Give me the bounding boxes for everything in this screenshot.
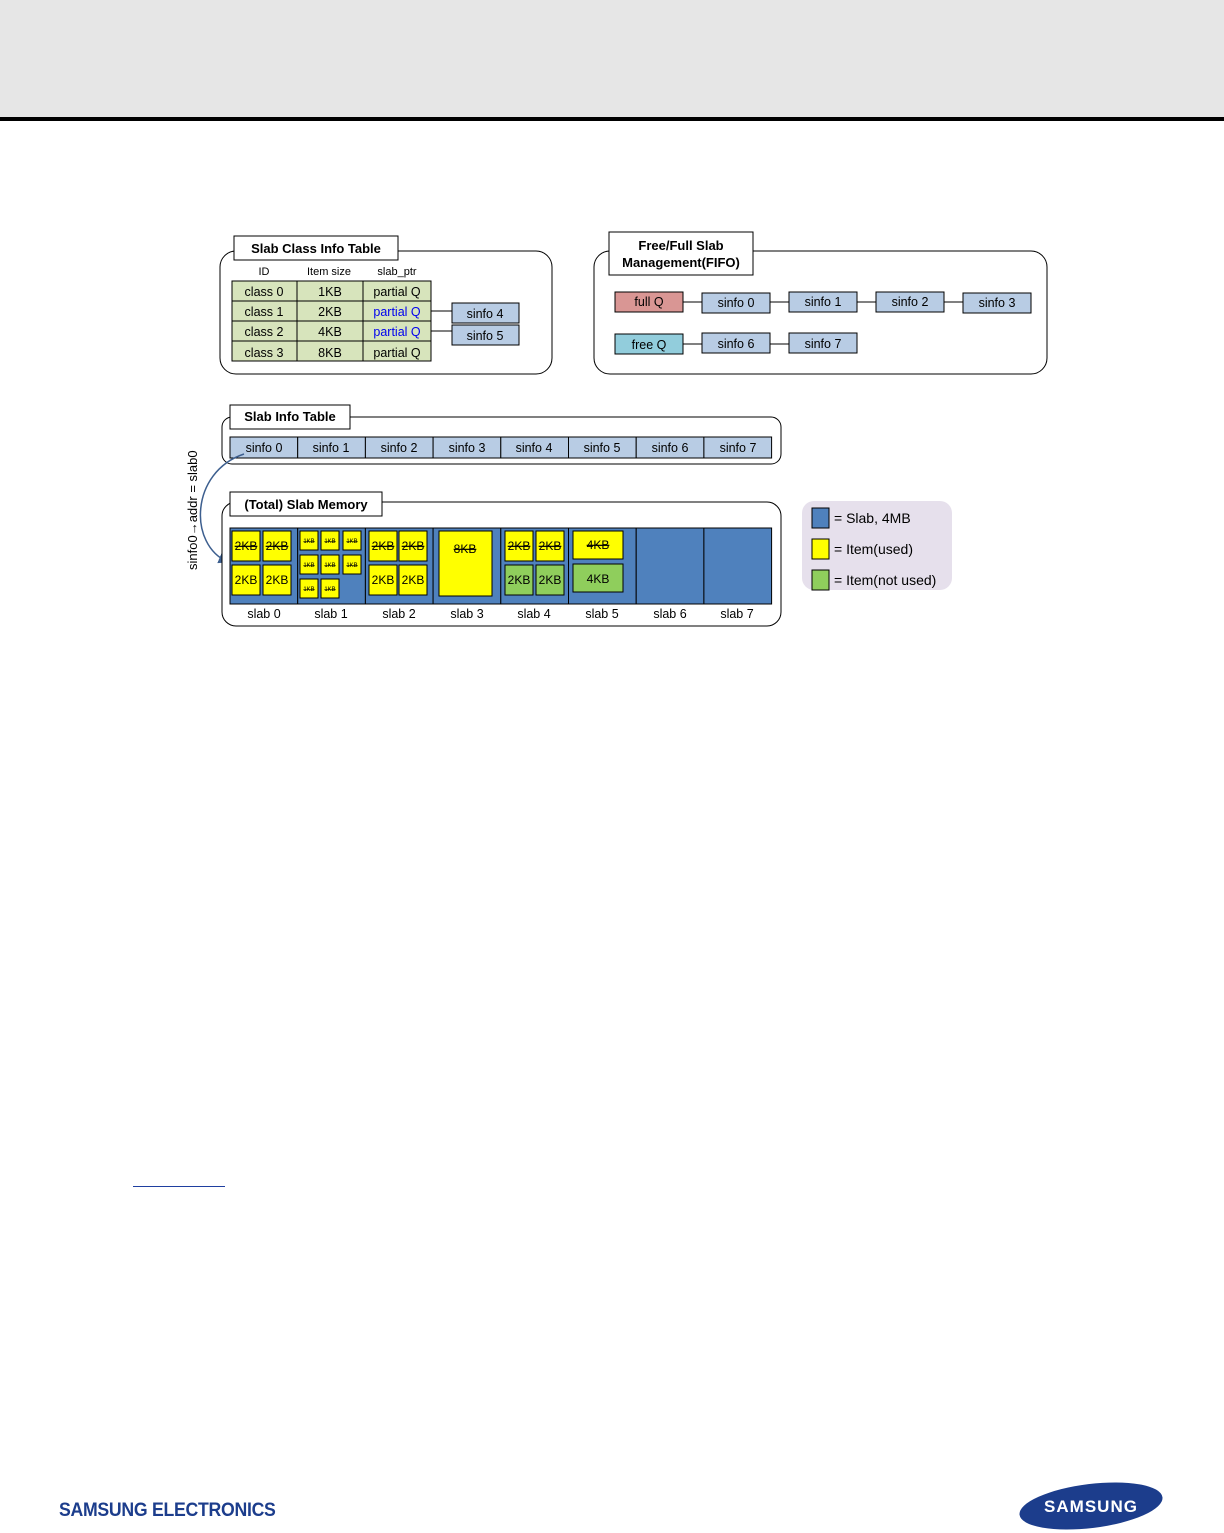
slab-label-5: slab 5 bbox=[585, 607, 618, 621]
page-header bbox=[0, 0, 1224, 117]
full-item-2: sinfo 2 bbox=[892, 295, 929, 309]
slab-memory: (Total) Slab Memory 2KB 2KB 2KB 2KB 1KB … bbox=[221, 491, 782, 627]
legend-not-used: = Item(not used) bbox=[834, 572, 936, 588]
slab-label-6: slab 6 bbox=[653, 607, 686, 621]
slab2-item-3: 2KB bbox=[402, 573, 425, 587]
samsung-logo-text: SAMSUNG bbox=[1044, 1497, 1138, 1516]
slab1-item-1: 1KB bbox=[324, 539, 335, 545]
slab-label-3: slab 3 bbox=[450, 607, 483, 621]
slab-label-4: slab 4 bbox=[517, 607, 550, 621]
slab1-item-5: 1KB bbox=[346, 563, 357, 569]
class-size-1: 2KB bbox=[318, 305, 342, 319]
sinfo-cell-1: sinfo 1 bbox=[313, 441, 350, 455]
pointer-label: sinfo0→addr = slab0 bbox=[185, 450, 200, 570]
class-col-id: ID bbox=[259, 266, 270, 278]
full-item-3: sinfo 3 bbox=[979, 296, 1016, 310]
class-id-0: class 0 bbox=[245, 285, 284, 299]
full-item-1: sinfo 1 bbox=[805, 295, 842, 309]
sinfo-cell-2: sinfo 2 bbox=[381, 441, 418, 455]
brand-text: SAMSUNG ELECTRONICS bbox=[59, 1500, 276, 1521]
class-col-ptr: slab_ptr bbox=[377, 266, 416, 278]
slab-memory-title: (Total) Slab Memory bbox=[244, 497, 368, 512]
slab1-item-2: 1KB bbox=[346, 539, 357, 545]
slab0-item-2: 2KB bbox=[235, 573, 258, 587]
slab0-item-3: 2KB bbox=[266, 573, 289, 587]
class-ptr-2: partial Q bbox=[373, 325, 421, 339]
class-size-0: 1KB bbox=[318, 285, 342, 299]
slab-label-1: slab 1 bbox=[314, 607, 347, 621]
fifo-title-line2: Management(FIFO) bbox=[622, 255, 740, 270]
class-id-2: class 2 bbox=[245, 325, 284, 339]
slab-label-0: slab 0 bbox=[247, 607, 280, 621]
sinfo-cell-4: sinfo 4 bbox=[516, 441, 553, 455]
sinfo-cell-5: sinfo 5 bbox=[584, 441, 621, 455]
slab4-item-2: 2KB bbox=[508, 573, 531, 587]
class-ptr-0: partial Q bbox=[373, 285, 421, 299]
slab-label-2: slab 2 bbox=[382, 607, 415, 621]
slab-diagram: Slab Class Info Table ID Item size slab_… bbox=[185, 231, 1048, 627]
slab5-item-0: 4KB bbox=[587, 538, 610, 552]
linked-sinfo-5: sinfo 5 bbox=[467, 329, 504, 343]
free-item-1: sinfo 7 bbox=[805, 337, 842, 351]
slab1-item-7: 1KB bbox=[324, 587, 335, 593]
pointer-arrow bbox=[199, 453, 245, 564]
slab3-item-0: 8KB bbox=[454, 542, 477, 556]
legend-slab: = Slab, 4MB bbox=[834, 510, 911, 526]
sinfo-cell-7: sinfo 7 bbox=[720, 441, 757, 455]
slab2-item-1: 2KB bbox=[402, 539, 425, 553]
legend-used: = Item(used) bbox=[834, 541, 913, 557]
class-col-size: Item size bbox=[307, 266, 351, 278]
class-ptr-3: partial Q bbox=[373, 346, 421, 360]
slab-info-table: Slab Info Table sinfo 0 sinfo 1 sinfo 2 … bbox=[221, 404, 782, 465]
linked-sinfo-4: sinfo 4 bbox=[467, 307, 504, 321]
class-id-1: class 1 bbox=[245, 305, 284, 319]
class-size-3: 8KB bbox=[318, 346, 342, 360]
header-rule bbox=[0, 117, 1224, 121]
slab4-item-0: 2KB bbox=[508, 539, 531, 553]
slab-class-info-table: Slab Class Info Table ID Item size slab_… bbox=[219, 235, 553, 375]
fifo-title-line1: Free/Full Slab bbox=[638, 238, 723, 253]
slab-label-7: slab 7 bbox=[720, 607, 753, 621]
slab-info-title: Slab Info Table bbox=[244, 409, 336, 424]
slab5-item-1: 4KB bbox=[587, 572, 610, 586]
slab1-item-4: 1KB bbox=[324, 563, 335, 569]
sinfo-cell-3: sinfo 3 bbox=[449, 441, 486, 455]
legend: = Slab, 4MB = Item(used) = Item(not used… bbox=[802, 501, 952, 591]
slab2-item-0: 2KB bbox=[372, 539, 395, 553]
full-item-0: sinfo 0 bbox=[718, 296, 755, 310]
slab4-item-1: 2KB bbox=[539, 539, 562, 553]
class-size-2: 4KB bbox=[318, 325, 342, 339]
samsung-logo: SAMSUNG bbox=[1019, 1482, 1163, 1530]
slab1-item-3: 1KB bbox=[303, 563, 314, 569]
free-item-0: sinfo 6 bbox=[718, 337, 755, 351]
slab4-item-3: 2KB bbox=[539, 573, 562, 587]
sinfo-cell-0: sinfo 0 bbox=[246, 441, 283, 455]
link-underline bbox=[133, 1186, 225, 1187]
fifo-management: Free/Full Slab Management(FIFO) full Q s… bbox=[593, 231, 1048, 375]
slab1-item-0: 1KB bbox=[303, 539, 314, 545]
sinfo-cell-6: sinfo 6 bbox=[652, 441, 689, 455]
free-q-label: free Q bbox=[632, 338, 667, 352]
slab1-item-6: 1KB bbox=[303, 587, 314, 593]
class-id-3: class 3 bbox=[245, 346, 284, 360]
class-ptr-1: partial Q bbox=[373, 305, 421, 319]
class-table-title: Slab Class Info Table bbox=[251, 241, 381, 256]
slab0-item-1: 2KB bbox=[266, 539, 289, 553]
full-q-label: full Q bbox=[634, 295, 663, 309]
slab2-item-2: 2KB bbox=[372, 573, 395, 587]
slab0-item-0: 2KB bbox=[235, 539, 258, 553]
